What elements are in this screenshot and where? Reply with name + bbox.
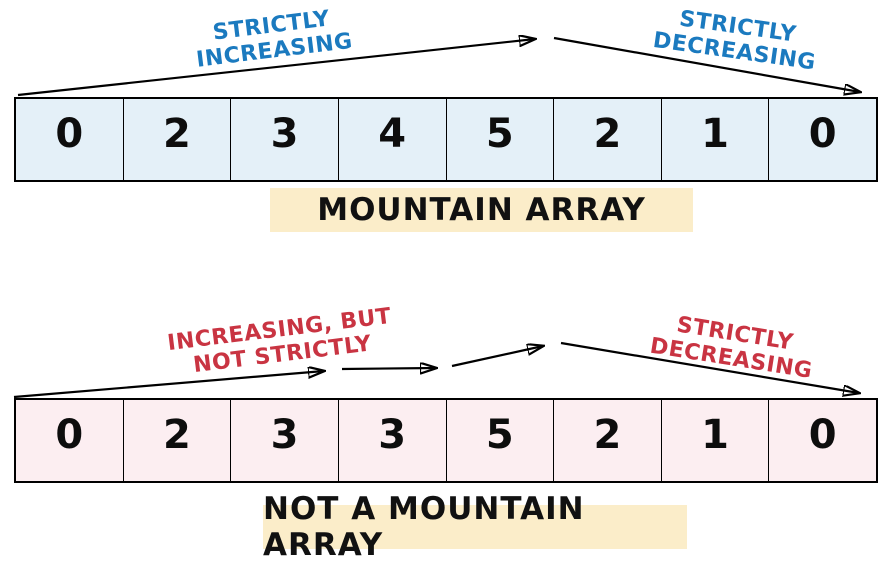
array-cell: 2 xyxy=(554,99,662,180)
array-cell: 2 xyxy=(124,400,232,481)
array-cell: 1 xyxy=(662,99,770,180)
mountain-array-caption: MOUNTAIN ARRAY xyxy=(270,188,693,232)
array-cell: 0 xyxy=(16,99,124,180)
not-mountain-flat-arrow xyxy=(341,368,436,369)
mountain-increasing-arrow xyxy=(17,39,535,97)
mountain-array: 0 2 3 4 5 2 1 0 xyxy=(14,97,878,182)
array-cell: 2 xyxy=(124,99,232,180)
array-cell: 0 xyxy=(808,411,837,458)
array-cell: 3 xyxy=(339,400,447,481)
array-cell: 1 xyxy=(662,400,770,481)
array-cell: 5 xyxy=(447,99,555,180)
array-cell: 5 xyxy=(447,400,555,481)
not-mountain-array-caption: NOT A MOUNTAIN ARRAY xyxy=(263,491,687,563)
not-mountain-decreasing-arrow xyxy=(560,341,859,393)
not-mountain-array: 0 2 3 3 5 2 1 0 xyxy=(14,398,878,483)
mountain-decreasing-arrow xyxy=(553,36,860,92)
array-cell: 2 xyxy=(554,400,662,481)
array-cell: 4 xyxy=(339,99,447,180)
array-cell: 0 xyxy=(16,400,124,481)
array-cell: 0 xyxy=(808,110,837,157)
array-cell: 3 xyxy=(231,400,339,481)
not-mountain-rising-arrow-1 xyxy=(13,371,324,399)
array-cell: 3 xyxy=(231,99,339,180)
not-mountain-rising-arrow-2 xyxy=(451,346,543,368)
